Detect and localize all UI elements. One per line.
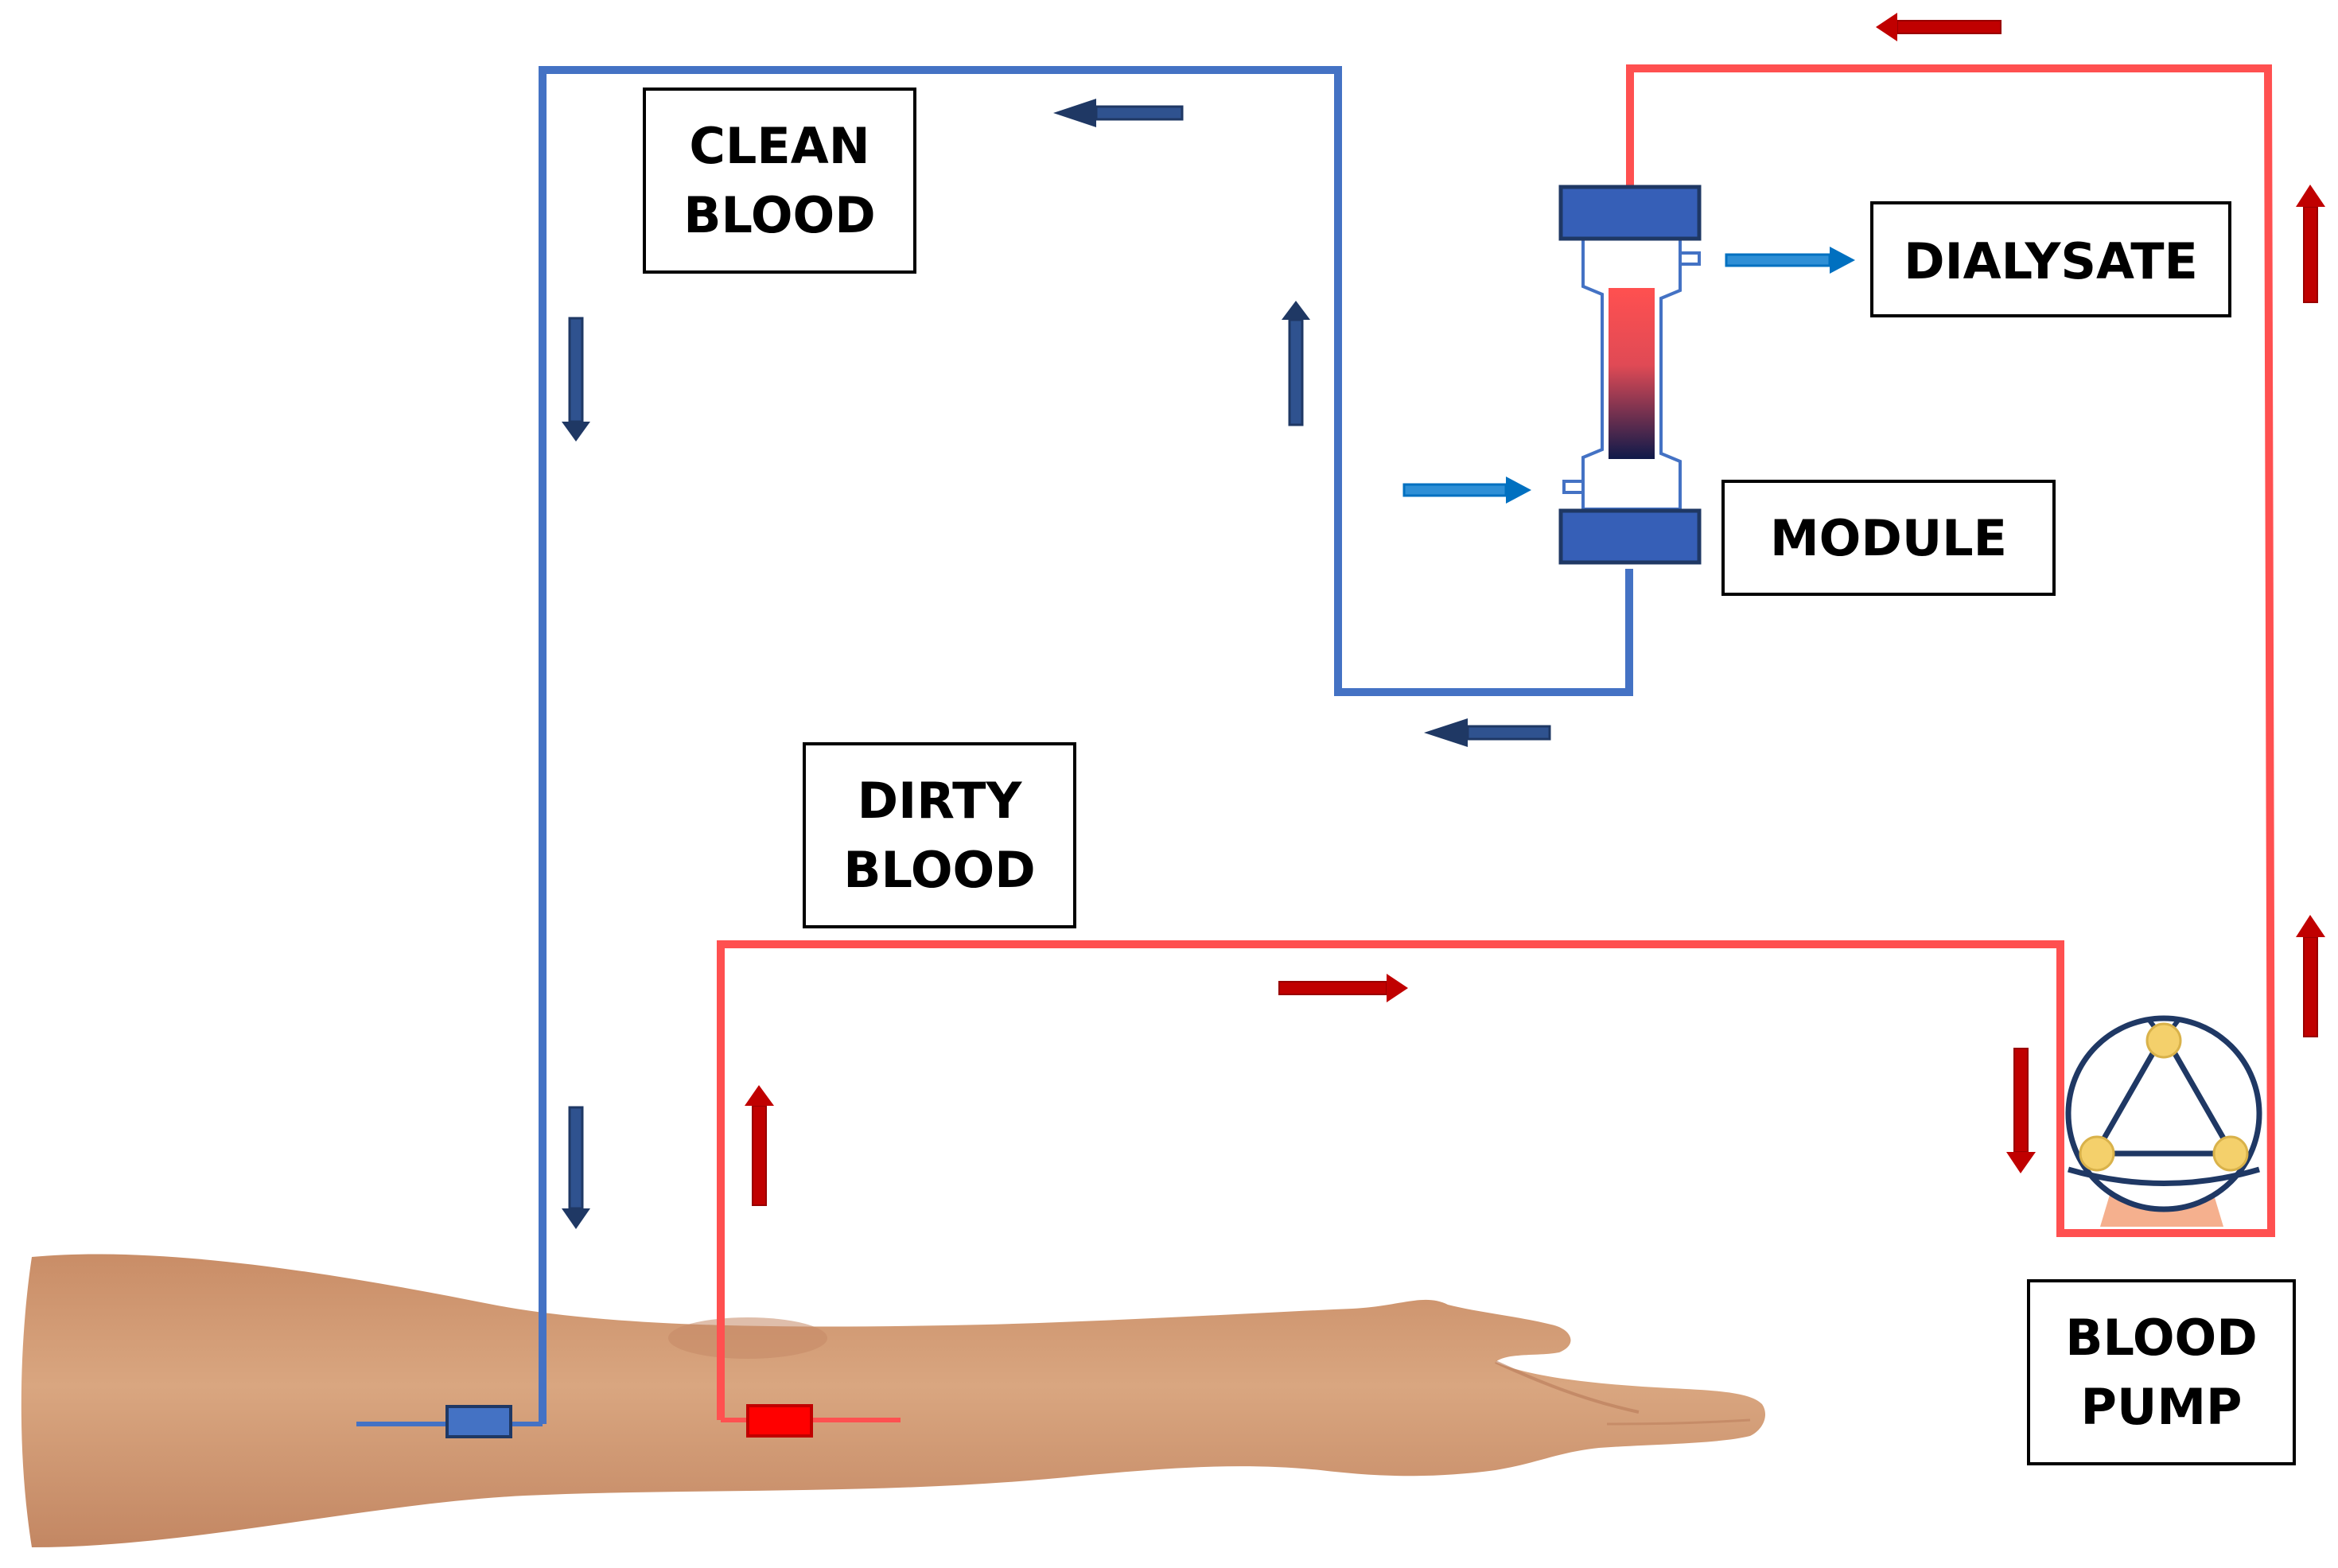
dialysate-arrow-out [1725, 247, 1855, 274]
dirty-flow-arrow-up-arm [745, 1085, 774, 1206]
pump-roller-right [2212, 1135, 2249, 1172]
blood-pump-label-line1: BLOOD [2065, 1309, 2257, 1367]
pump-roller-left [2079, 1135, 2115, 1172]
dirty-flow-arrow-up-upper-right [2296, 185, 2325, 303]
clean-blood-label-line2: BLOOD [683, 186, 875, 244]
blood-pump-label: BLOOD PUMP [2027, 1279, 2296, 1465]
clean-flow-arrow-left-top [1053, 99, 1184, 127]
module-label: MODULE [1721, 480, 2056, 596]
clean-blood-label: CLEAN BLOOD [643, 88, 916, 274]
dirty-blood-label-line1: DIRTY [858, 772, 1023, 830]
module-bottom-cap [1558, 508, 1702, 565]
arterial-needle-icon [746, 1404, 813, 1438]
dirty-flow-arrow-up-lower-right [2296, 915, 2325, 1037]
blood-pump-label-line2: PUMP [2081, 1378, 2243, 1436]
peristaltic-pump-icon [2065, 1015, 2262, 1227]
module-top-cap [1558, 185, 1702, 241]
clean-blood-line [539, 66, 1633, 1424]
dirty-blood-line [717, 64, 2276, 1420]
clean-blood-label-line1: CLEAN [689, 117, 869, 175]
dirty-blood-label-line2: BLOOD [843, 841, 1035, 899]
clean-flow-arrow-up-mid [1282, 301, 1310, 426]
dirty-flow-arrow-down-pump [2006, 1048, 2036, 1173]
dialysate-label-text: DIALYSATE [1904, 232, 2198, 290]
dialysate-label: DIALYSATE [1870, 201, 2231, 317]
dirty-flow-arrow-right [1278, 974, 1408, 1002]
venous-needle-icon [445, 1405, 512, 1438]
dirty-flow-arrow-left-top [1876, 13, 2001, 41]
dialyzer-module-icon [1558, 185, 1702, 565]
clean-flow-arrow-left-bottom [1424, 718, 1551, 747]
module-label-text: MODULE [1770, 509, 2007, 567]
human-arm-illustration [21, 1254, 1766, 1547]
dialysate-arrow-in [1402, 477, 1531, 504]
clean-flow-arrow-down-upper [562, 317, 590, 442]
pump-roller-top [2145, 1022, 2182, 1059]
clean-flow-arrow-down-lower [562, 1106, 590, 1229]
dirty-blood-label: DIRTY BLOOD [803, 742, 1076, 928]
